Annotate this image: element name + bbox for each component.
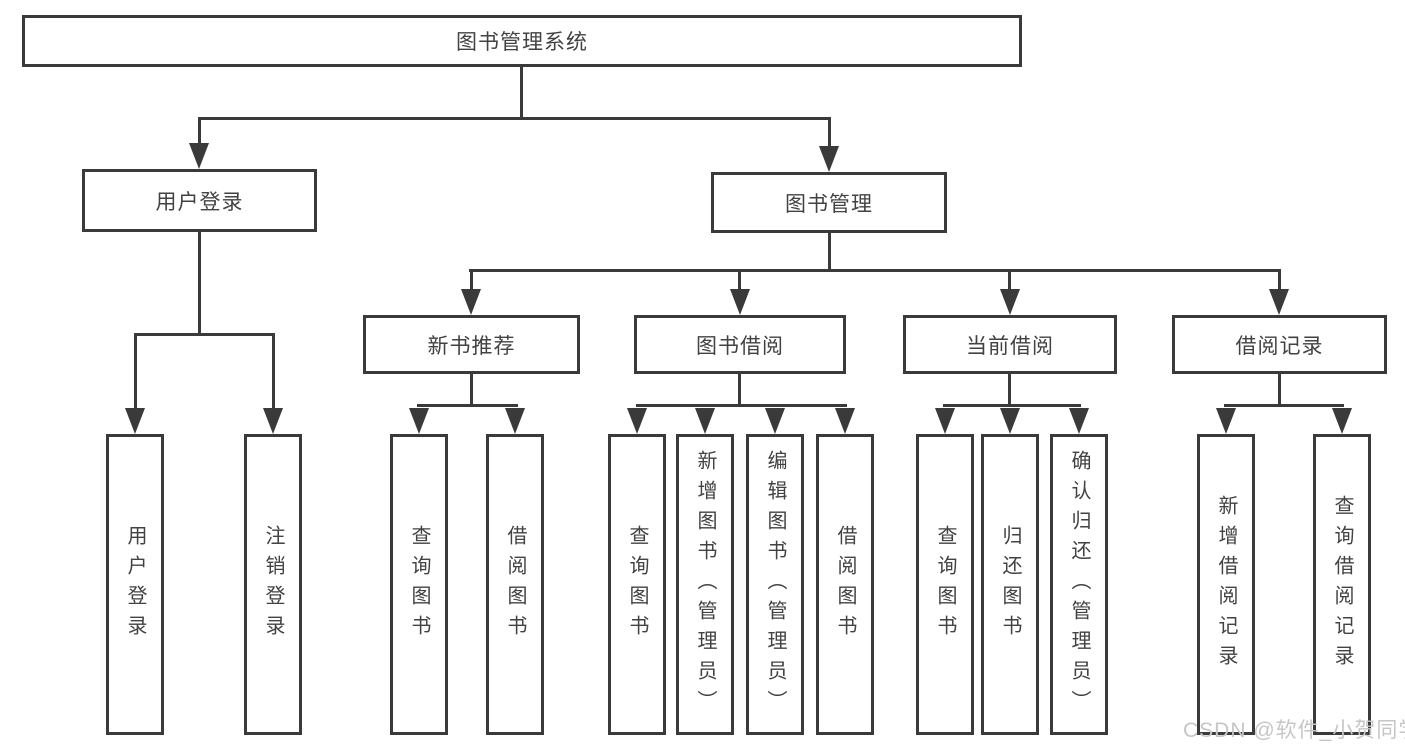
leaf-query-books-current-label: 查询图书: [934, 524, 956, 645]
leaf-return-books: 归还图书: [981, 434, 1039, 735]
leaf-add-books-admin-label: 新增图书（管理员）: [694, 449, 716, 720]
leaf-borrow-books-label: 借阅图书: [834, 524, 856, 645]
leaf-add-books-admin: 新增图书（管理员）: [676, 434, 734, 735]
arrow-down-icon: [835, 408, 855, 434]
connector-line: [828, 117, 831, 148]
arrow-down-icon: [695, 408, 715, 434]
connector-line: [1224, 404, 1344, 407]
arrow-down-icon: [730, 289, 750, 315]
arrow-down-icon: [1069, 408, 1089, 434]
node-book-management: 图书管理: [711, 172, 947, 233]
connector-line: [1008, 269, 1011, 291]
connector-line: [1278, 269, 1281, 291]
node-new-book-recommend: 新书推荐: [363, 315, 580, 374]
arrow-down-icon: [409, 408, 429, 434]
connector-line: [520, 66, 523, 119]
node-root-system: 图书管理系统: [22, 15, 1022, 67]
leaf-logout-label: 注销登录: [262, 524, 284, 645]
connector-line: [943, 404, 1081, 407]
connector-line: [1278, 374, 1281, 407]
connector-line: [738, 374, 741, 407]
leaf-return-books-label: 归还图书: [999, 524, 1021, 645]
node-borrow-records: 借阅记录: [1172, 315, 1387, 374]
leaf-borrow-books-recommend: 借阅图书: [486, 434, 544, 735]
node-user-login: 用户登录: [82, 169, 317, 232]
connector-line: [272, 333, 275, 410]
arrow-down-icon: [1332, 408, 1352, 434]
connector-line: [134, 333, 137, 410]
leaf-edit-books-admin-label: 编辑图书（管理员）: [764, 449, 786, 720]
leaf-confirm-return-admin-label: 确认归还（管理员）: [1068, 449, 1090, 720]
connector-line: [1008, 374, 1011, 407]
arrow-down-icon: [1000, 408, 1020, 434]
arrow-down-icon: [627, 408, 647, 434]
leaf-logout: 注销登录: [244, 434, 302, 735]
leaf-user-login: 用户登录: [106, 434, 164, 735]
connector-line: [828, 231, 831, 272]
arrow-down-icon: [125, 408, 145, 434]
connector-line: [636, 404, 847, 407]
arrow-down-icon: [189, 143, 209, 169]
arrow-down-icon: [935, 408, 955, 434]
csdn-watermark: CSDN @软件_小贺同学: [1183, 719, 1405, 742]
node-book-borrow-label: 图书借阅: [696, 334, 784, 358]
connector-line: [469, 269, 1281, 272]
connector-line: [470, 269, 473, 291]
leaf-borrow-books: 借阅图书: [816, 434, 874, 735]
leaf-query-borrow-record: 查询借阅记录: [1313, 434, 1371, 735]
arrow-down-icon: [819, 146, 839, 172]
leaf-query-books-recommend-label: 查询图书: [408, 524, 430, 645]
arrow-down-icon: [1000, 289, 1020, 315]
connector-line: [470, 374, 473, 407]
leaf-query-books-recommend: 查询图书: [390, 434, 448, 735]
leaf-confirm-return-admin: 确认归还（管理员）: [1050, 434, 1108, 735]
node-book-management-label: 图书管理: [785, 192, 873, 216]
arrow-down-icon: [1269, 289, 1289, 315]
arrow-down-icon: [1216, 408, 1236, 434]
arrow-down-icon: [263, 408, 283, 434]
leaf-edit-books-admin: 编辑图书（管理员）: [746, 434, 804, 735]
leaf-user-login-label: 用户登录: [124, 524, 146, 645]
node-borrow-records-label: 借阅记录: [1235, 334, 1324, 358]
leaf-borrow-books-recommend-label: 借阅图书: [504, 524, 526, 645]
connector-line: [417, 404, 518, 407]
node-new-book-recommend-label: 新书推荐: [427, 334, 516, 358]
connector-line: [198, 117, 201, 145]
node-current-borrow: 当前借阅: [903, 315, 1117, 374]
arrow-down-icon: [505, 408, 525, 434]
leaf-add-borrow-record-label: 新增借阅记录: [1215, 494, 1237, 675]
leaf-query-books-borrow: 查询图书: [608, 434, 666, 735]
connector-line: [198, 117, 831, 120]
node-current-borrow-label: 当前借阅: [966, 334, 1054, 358]
leaf-query-borrow-record-label: 查询借阅记录: [1331, 494, 1353, 675]
node-user-login-label: 用户登录: [155, 190, 244, 214]
connector-line: [738, 269, 741, 291]
node-root-label: 图书管理系统: [456, 31, 588, 54]
leaf-add-borrow-record: 新增借阅记录: [1197, 434, 1255, 735]
connector-line: [198, 230, 201, 335]
leaf-query-books-current: 查询图书: [916, 434, 974, 735]
node-book-borrow: 图书借阅: [634, 315, 846, 374]
leaf-query-books-borrow-label: 查询图书: [626, 524, 648, 645]
connector-line: [134, 333, 274, 336]
arrow-down-icon: [765, 408, 785, 434]
arrow-down-icon: [461, 289, 481, 315]
